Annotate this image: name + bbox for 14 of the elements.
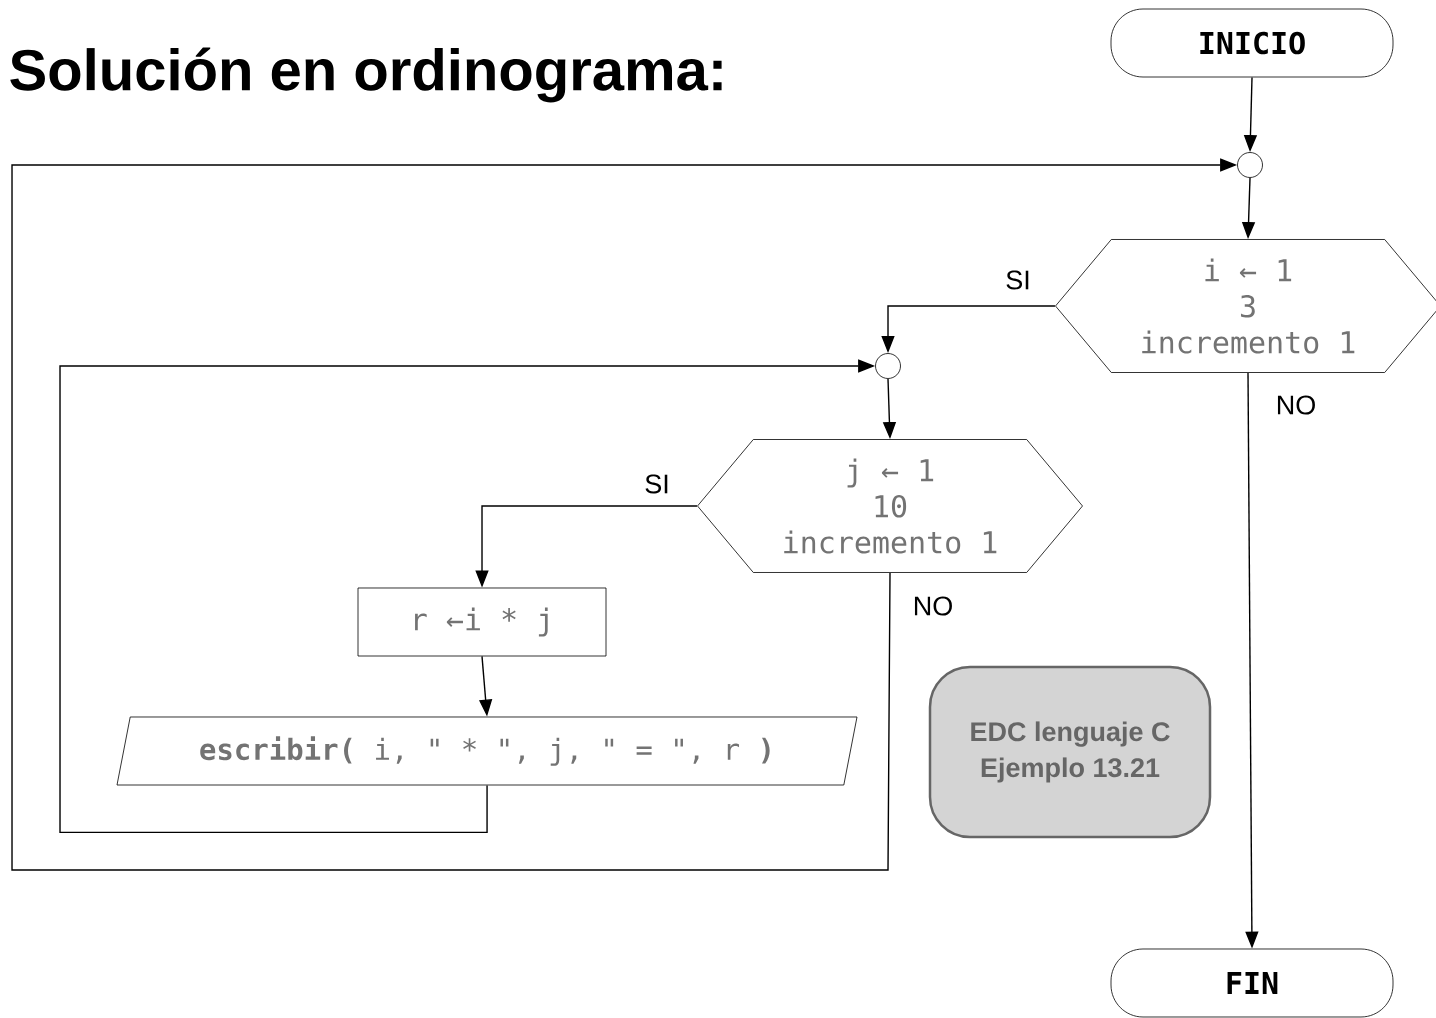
connector-circle bbox=[1237, 152, 1263, 178]
terminal-box: INICIO bbox=[1110, 8, 1394, 78]
title: Solución en ordinograma: bbox=[10, 47, 722, 103]
loop-hexagon: i ← 1 3 incremento 1 bbox=[1055, 239, 1436, 373]
connector-circle bbox=[875, 353, 901, 379]
process-box: r ←i * j bbox=[357, 587, 607, 657]
terminal-box: FIN bbox=[1110, 948, 1394, 1018]
edge-label: NO bbox=[1277, 395, 1315, 415]
loop-hexagon: j ← 1 10 incremento 1 bbox=[697, 439, 1083, 573]
edge-label: NO bbox=[914, 596, 952, 616]
note-box: EDC lenguaje C Ejemplo 13.21 bbox=[928, 665, 1212, 839]
edge-label: SI bbox=[1006, 270, 1029, 290]
edge-label: SI bbox=[645, 474, 668, 494]
output-parallelogram: escribir( i, " * ", j, " = ", r ) bbox=[116, 716, 858, 786]
